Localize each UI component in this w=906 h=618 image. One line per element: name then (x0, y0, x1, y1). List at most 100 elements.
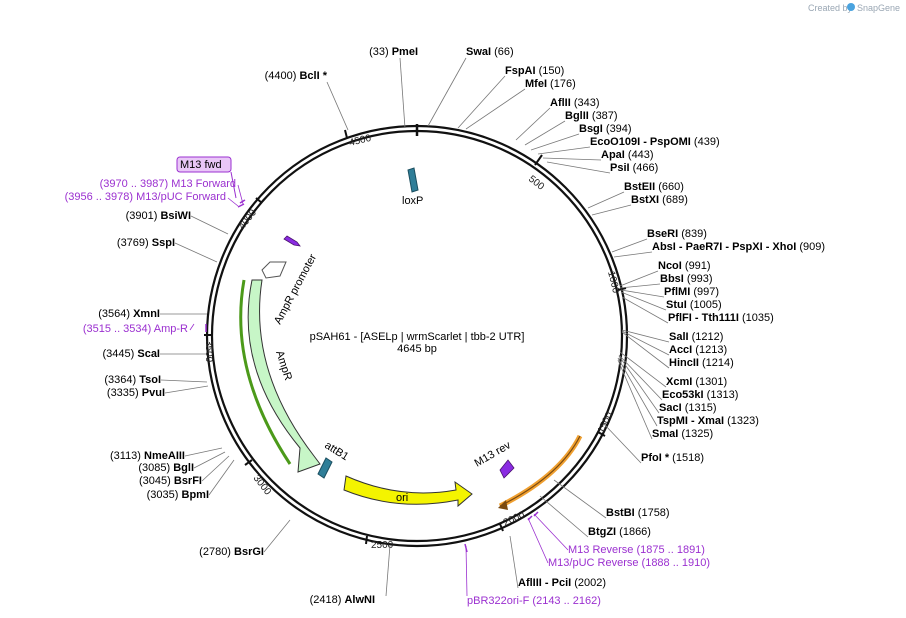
tick-mark (244, 459, 253, 466)
site-label: SmaI (1325) (652, 428, 713, 440)
site-label: BstBI (1758) (606, 507, 670, 519)
leader-line (587, 191, 625, 209)
site-label: HincII (1214) (669, 357, 734, 369)
primer-label: (3515 .. 3534) Amp-R (83, 323, 188, 335)
leader-line (515, 107, 551, 141)
leader-line (620, 291, 667, 311)
site-label: (4400) BclI * (265, 70, 328, 82)
site-label: (3901) BsiWI (126, 210, 191, 222)
leader-line (546, 161, 611, 174)
site-label: AflII (343) (550, 97, 600, 109)
leader-line (174, 242, 218, 263)
leader-line (617, 357, 658, 427)
site-label: (3364) TsoI (104, 374, 161, 386)
credit-app-name: SnapGene (857, 3, 900, 13)
tick-mark (365, 535, 368, 545)
tick-mark (597, 431, 606, 437)
leader-line (621, 330, 670, 356)
tick-mark (617, 287, 627, 291)
site-label: SacI (1315) (659, 402, 717, 414)
leader-line (621, 296, 669, 324)
primer-tick (533, 511, 539, 517)
plasmid-length: 4645 bp (397, 343, 437, 355)
leader-line (591, 204, 632, 216)
leader-line (620, 289, 665, 298)
plasmid-name: pSAH61 - [ASELp | wrmScarlet | tbb-2 UTR… (310, 331, 525, 343)
leader-line (201, 455, 230, 482)
pbr322-ori-arrowhead (498, 500, 508, 510)
leader-line (619, 270, 659, 287)
leader-line (326, 81, 349, 131)
site-label: FspAI (150) (505, 65, 564, 77)
site-label: BsgI (394) (579, 123, 632, 135)
site-label: (3045) BsrFI (139, 475, 202, 487)
pbr322-ori-region-highlight (498, 434, 583, 509)
leader-line (618, 355, 660, 414)
leader-line (617, 359, 653, 440)
leader-line (164, 385, 209, 394)
m13-fwd-box (176, 156, 232, 173)
site-label: StuI (1005) (666, 299, 722, 311)
leader-line (524, 120, 566, 146)
credit-created-by: Created by (808, 3, 853, 13)
feature-ori-label: ori (396, 492, 408, 504)
site-label: NcoI (991) (658, 260, 711, 272)
leader-line (160, 379, 208, 383)
feature-ampr-label: AmpR (273, 349, 294, 382)
leader-line (603, 423, 642, 464)
leader-line (427, 57, 467, 127)
leader-line (399, 57, 406, 129)
site-label: TspMI - XmaI (1323) (657, 415, 759, 427)
site-label: (2780) BsrGI (199, 546, 264, 558)
site-label: SwaI (66) (466, 46, 514, 58)
tick-4500: 4500 (348, 133, 373, 149)
leader-line (457, 75, 506, 129)
tick-3000: 3000 (251, 473, 274, 498)
leader-line (619, 283, 661, 289)
leader-line (542, 157, 602, 161)
site-label: AflIII - PciI (2002) (518, 577, 606, 589)
site-label: BglII (387) (565, 110, 618, 122)
pbr322-ori-region-arrow (499, 435, 581, 507)
snapgene-logo-icon (847, 3, 855, 11)
leader-line (619, 351, 667, 388)
leader-line (539, 495, 589, 538)
site-label: PsiI (466) (610, 162, 658, 174)
leader-line (263, 519, 291, 553)
leader-line (618, 354, 663, 401)
leader-line (227, 197, 239, 207)
site-label: PflFI - Tth111I (1035) (668, 312, 774, 324)
site-label: ApaI (443) (601, 149, 654, 161)
site-label: (33) PmeI (369, 46, 418, 58)
attb1-marker (317, 457, 333, 479)
leader-line (189, 323, 195, 331)
site-label: BbsI (993) (660, 273, 713, 285)
m13-rev-arrow (499, 459, 515, 479)
leader-line (208, 459, 235, 496)
tick-1000: 1000 (605, 270, 621, 295)
leader-line (530, 133, 580, 151)
site-label: (3035) BpmI (147, 489, 209, 501)
primer-label: (3956 .. 3978) M13/pUC Forward (65, 191, 226, 203)
snapgene-credit: Created by SnapGene (808, 3, 900, 13)
loxp-marker (407, 167, 419, 193)
tick-mark (499, 523, 504, 532)
site-label: (3769) SspI (117, 237, 175, 249)
site-label: PfoI * (1518) (641, 452, 704, 464)
leader-line (537, 146, 591, 155)
tick-mark (344, 129, 348, 139)
site-label: (3335) PvuI (107, 387, 165, 399)
leader-line (621, 331, 670, 369)
tick-500: 500 (526, 174, 546, 193)
site-label: (2418) AlwNI (310, 594, 375, 606)
leader-line (621, 329, 670, 343)
tick-marks (204, 129, 627, 545)
m13-fwd-arrow (283, 235, 301, 247)
plasmid-center-label: pSAH61 - [ASELp | wrmScarlet | tbb-2 UTR… (310, 331, 525, 355)
site-label: AccI (1213) (669, 344, 727, 356)
leader-line (533, 513, 569, 551)
site-label: AbsI - PaeR7I - PspXI - XhoI (909) (652, 241, 825, 253)
site-label: (3085) BglI (138, 462, 194, 474)
leader-lines (160, 57, 670, 597)
